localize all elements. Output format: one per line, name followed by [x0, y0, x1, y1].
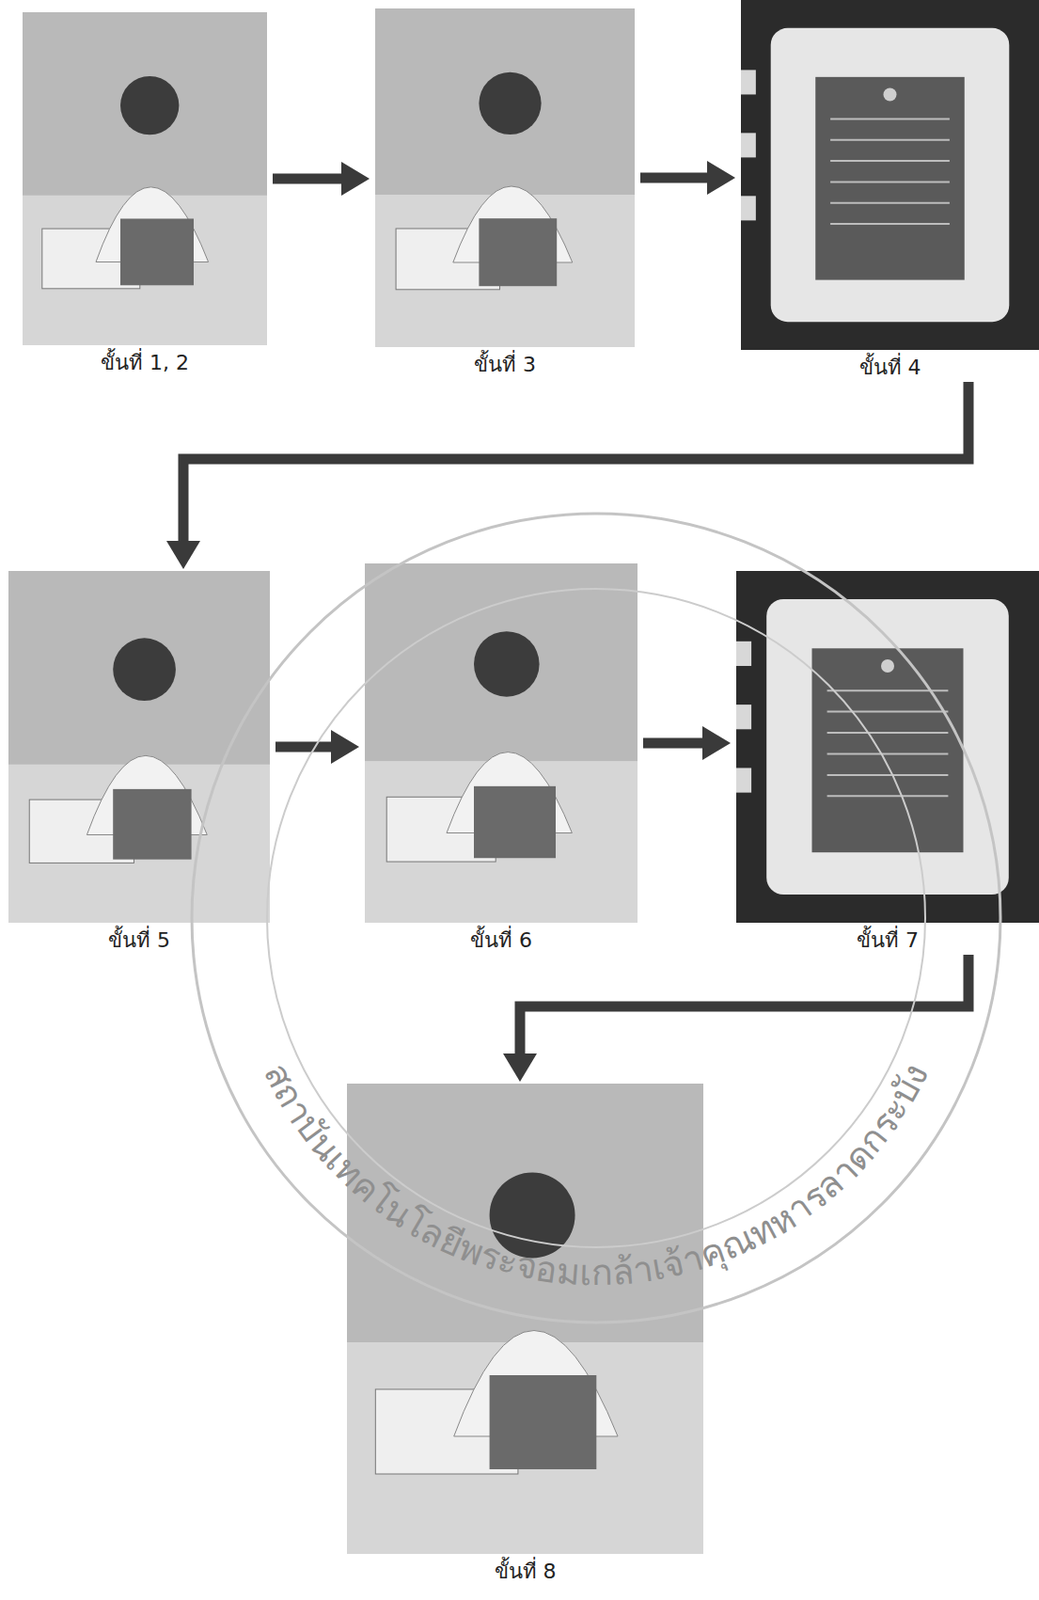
step-box: ขั้นที่ 8	[346, 1083, 704, 1584]
step-photo	[740, 0, 1039, 350]
arrow-shaft	[275, 741, 339, 753]
arrow-shaft	[519, 954, 969, 1061]
arrow-shaft	[640, 173, 715, 184]
flow-arrow	[183, 381, 969, 569]
flow-arrow	[640, 177, 736, 179]
arrow-head	[714, 177, 736, 179]
seal-ring	[267, 588, 926, 1247]
arrow-head	[519, 1060, 521, 1082]
step-photo	[22, 12, 268, 346]
step-box: ขั้นที่ 3	[375, 8, 635, 378]
step-box: ขั้นที่ 1, 2	[22, 12, 268, 376]
arrow-head	[183, 548, 185, 569]
step-caption: ขั้นที่ 6	[364, 928, 638, 953]
step-photo	[364, 563, 638, 923]
arrow-shaft	[272, 173, 349, 185]
step-box: ขั้นที่ 4	[740, 0, 1039, 380]
flow-arrow	[272, 178, 370, 180]
flow-arrow	[275, 746, 360, 748]
step-caption: ขั้นที่ 7	[736, 928, 1039, 953]
flow-arrow	[643, 742, 731, 744]
step-photo	[8, 570, 270, 923]
step-photo	[346, 1083, 704, 1554]
step-box: ขั้นที่ 6	[364, 563, 638, 953]
step-caption: ขั้นที่ 8	[346, 1558, 704, 1584]
seal-ring	[191, 513, 1001, 1323]
step-photo	[375, 8, 635, 347]
step-photo	[736, 570, 1039, 923]
step-caption: ขั้นที่ 3	[375, 352, 635, 378]
step-box: ขั้นที่ 7	[736, 570, 1039, 953]
arrow-head	[709, 742, 731, 744]
step-caption: ขั้นที่ 5	[8, 928, 270, 953]
arrow-shaft	[183, 381, 969, 549]
step-caption: ขั้นที่ 1, 2	[22, 350, 268, 376]
arrow-shaft	[643, 738, 710, 749]
arrow-head	[348, 178, 370, 180]
arrow-head	[338, 746, 360, 748]
flow-arrow	[519, 954, 969, 1082]
watermark-text: สถาบันเทคโนโลยีพระจอมเกล้าเจ้าคุณทหารลาด…	[255, 1056, 938, 1293]
step-box: ขั้นที่ 5	[8, 570, 270, 953]
step-caption: ขั้นที่ 4	[740, 355, 1039, 380]
